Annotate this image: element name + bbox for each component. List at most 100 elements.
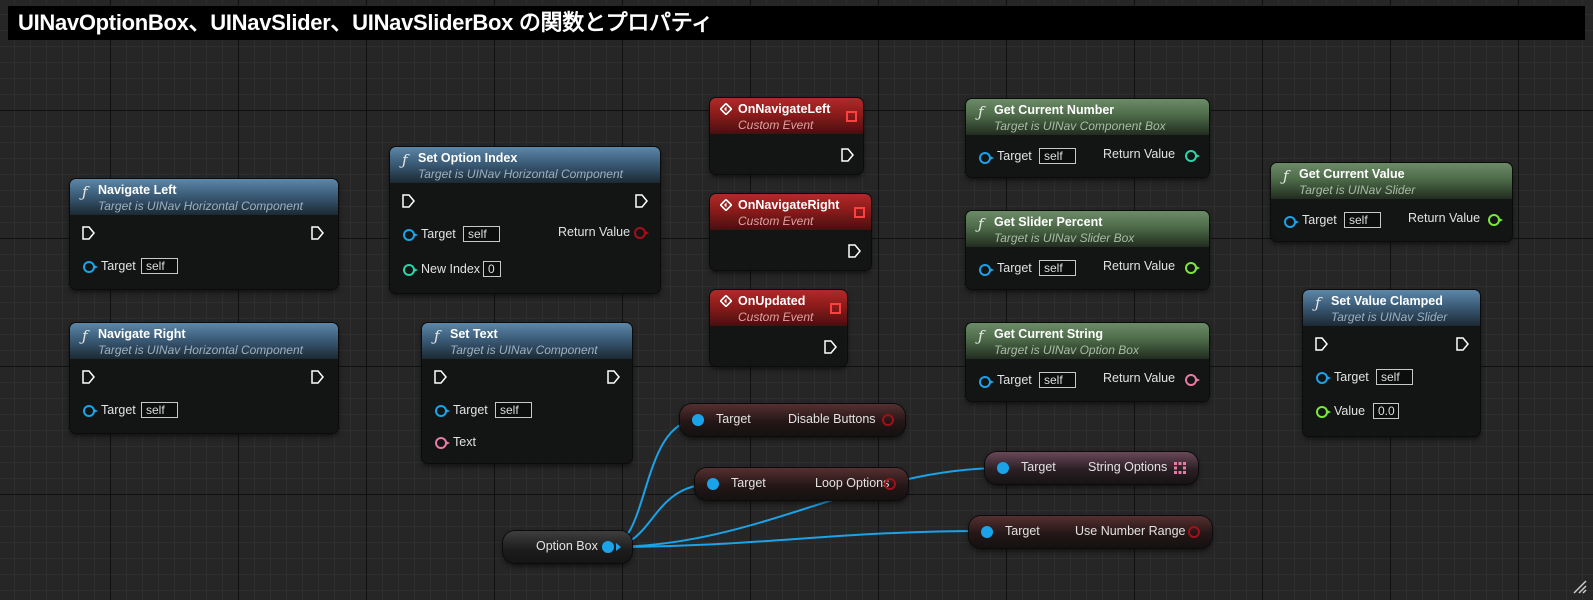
node-header: ƒ Get Current Value Target is UINav Slid…	[1271, 163, 1512, 199]
node-subtitle: Target is UINav Slider Box	[994, 231, 1135, 245]
bool-output-pin[interactable]	[1188, 526, 1200, 538]
return-value-label: Return Value	[1103, 147, 1176, 161]
getter-use-number-range[interactable]: Target Use Number Range	[969, 516, 1212, 548]
getter-loop-options[interactable]: Target Loop Options	[695, 468, 908, 500]
target-pin[interactable]	[83, 405, 98, 417]
exec-in-pin-icon[interactable]	[81, 226, 95, 240]
node-get-current-value[interactable]: ƒ Get Current Value Target is UINav Slid…	[1271, 163, 1512, 241]
target-input[interactable]: self	[463, 226, 500, 242]
event-delegate-pin[interactable]	[830, 303, 841, 314]
target-pin[interactable]	[997, 462, 1009, 474]
getter-disable-buttons[interactable]: Target Disable Buttons	[680, 404, 905, 436]
node-on-navigate-right[interactable]: OnNavigateRight Custom Event	[710, 194, 871, 270]
exec-out-pin-icon[interactable]	[606, 370, 620, 384]
bool-output-pin[interactable]	[882, 414, 894, 426]
exec-in-pin-icon[interactable]	[1314, 337, 1328, 351]
node-get-current-string[interactable]: ƒ Get Current String Target is UINav Opt…	[966, 323, 1209, 401]
node-title: OnNavigateLeft	[738, 102, 831, 116]
node-title: Set Text	[450, 327, 498, 341]
return-value-pin[interactable]	[1185, 374, 1200, 386]
target-pin[interactable]	[979, 264, 994, 276]
target-pin[interactable]	[981, 526, 993, 538]
node-header: ƒ Navigate Left Target is UINav Horizont…	[70, 179, 338, 215]
target-input[interactable]: self	[1039, 260, 1076, 276]
bool-output-pin[interactable]	[884, 478, 896, 490]
target-pin[interactable]	[435, 405, 450, 417]
target-label: Target	[101, 259, 136, 273]
node-header: ƒ Navigate Right Target is UINav Horizon…	[70, 323, 338, 359]
node-navigate-right[interactable]: ƒ Navigate Right Target is UINav Horizon…	[70, 323, 338, 433]
node-subtitle: Target is UINav Horizontal Component	[98, 199, 303, 213]
variable-option-box[interactable]: Option Box	[503, 531, 632, 563]
node-navigate-left[interactable]: ƒ Navigate Left Target is UINav Horizont…	[70, 179, 338, 289]
target-input[interactable]: self	[1344, 212, 1381, 228]
node-title: Navigate Left	[98, 183, 177, 197]
return-value-pin[interactable]	[1185, 262, 1200, 274]
node-subtitle: Custom Event	[738, 118, 814, 132]
exec-in-pin-icon[interactable]	[81, 370, 95, 384]
graph-title: UINavOptionBox、UINavSlider、UINavSliderBo…	[8, 6, 1585, 40]
exec-out-pin-icon[interactable]	[310, 226, 324, 240]
node-title: Get Current Value	[1299, 167, 1405, 181]
target-label: Target	[997, 149, 1032, 163]
value-pin[interactable]	[1316, 406, 1331, 418]
getter-string-options[interactable]: Target String Options	[985, 452, 1198, 484]
node-on-updated[interactable]: OnUpdated Custom Event	[710, 290, 847, 366]
option-box-output-pin[interactable]	[602, 541, 614, 553]
function-icon: ƒ	[434, 327, 440, 345]
target-input[interactable]: self	[1039, 148, 1076, 164]
node-get-current-number[interactable]: ƒ Get Current Number Target is UINav Com…	[966, 99, 1209, 177]
target-pin[interactable]	[83, 261, 98, 273]
target-pin[interactable]	[979, 152, 994, 164]
node-set-value-clamped[interactable]: ƒ Set Value Clamped Target is UINav Slid…	[1303, 290, 1480, 436]
resize-grip-icon[interactable]	[1573, 580, 1587, 594]
exec-out-pin-icon[interactable]	[823, 340, 837, 354]
node-subtitle: Target is UINav Horizontal Component	[98, 343, 303, 357]
return-value-pin[interactable]	[1488, 214, 1503, 226]
exec-out-pin-icon[interactable]	[310, 370, 324, 384]
wire-to-string-options	[607, 467, 1004, 548]
target-pin[interactable]	[403, 229, 418, 241]
target-pin[interactable]	[707, 478, 719, 490]
node-header: ƒ Set Text Target is UINav Component	[422, 323, 632, 359]
node-set-option-index[interactable]: ƒ Set Option Index Target is UINav Horiz…	[390, 147, 660, 293]
node-set-text[interactable]: ƒ Set Text Target is UINav Component Tar…	[422, 323, 632, 463]
exec-out-pin-icon[interactable]	[847, 244, 861, 258]
target-pin[interactable]	[1316, 372, 1331, 384]
exec-in-pin-icon[interactable]	[401, 194, 415, 208]
target-input[interactable]: self	[141, 258, 178, 274]
exec-out-pin-icon[interactable]	[634, 194, 648, 208]
event-delegate-pin[interactable]	[854, 207, 865, 218]
target-input[interactable]: self	[141, 402, 178, 418]
return-value-label: Return Value	[1408, 211, 1481, 225]
new-index-input[interactable]: 0	[483, 261, 501, 277]
new-index-pin[interactable]	[403, 264, 418, 276]
function-icon: ƒ	[978, 215, 984, 233]
target-input[interactable]: self	[495, 402, 532, 418]
target-input[interactable]: self	[1039, 372, 1076, 388]
target-pin[interactable]	[979, 376, 994, 388]
exec-out-pin-icon[interactable]	[840, 148, 854, 162]
exec-out-pin-icon[interactable]	[1455, 337, 1469, 351]
text-pin[interactable]	[435, 437, 450, 449]
target-label: Target	[997, 373, 1032, 387]
node-header: OnNavigateRight Custom Event	[710, 194, 871, 230]
return-value-label: Return Value	[558, 225, 631, 239]
node-on-navigate-left[interactable]: OnNavigateLeft Custom Event	[710, 98, 863, 174]
event-delegate-pin[interactable]	[846, 111, 857, 122]
event-diamond-icon	[720, 103, 732, 115]
value-input[interactable]: 0.0	[1373, 403, 1399, 419]
node-get-slider-percent[interactable]: ƒ Get Slider Percent Target is UINav Sli…	[966, 211, 1209, 289]
exec-in-pin-icon[interactable]	[433, 370, 447, 384]
function-icon: ƒ	[82, 183, 88, 201]
return-value-label: Return Value	[1103, 371, 1176, 385]
target-pin[interactable]	[692, 414, 704, 426]
array-pin-icon[interactable]	[1174, 462, 1186, 474]
return-value-pin[interactable]	[1185, 150, 1200, 162]
target-label: Target	[997, 261, 1032, 275]
target-pin[interactable]	[1284, 216, 1299, 228]
node-title: OnUpdated	[738, 294, 806, 308]
target-input[interactable]: self	[1376, 369, 1413, 385]
return-value-pin[interactable]	[634, 227, 649, 239]
